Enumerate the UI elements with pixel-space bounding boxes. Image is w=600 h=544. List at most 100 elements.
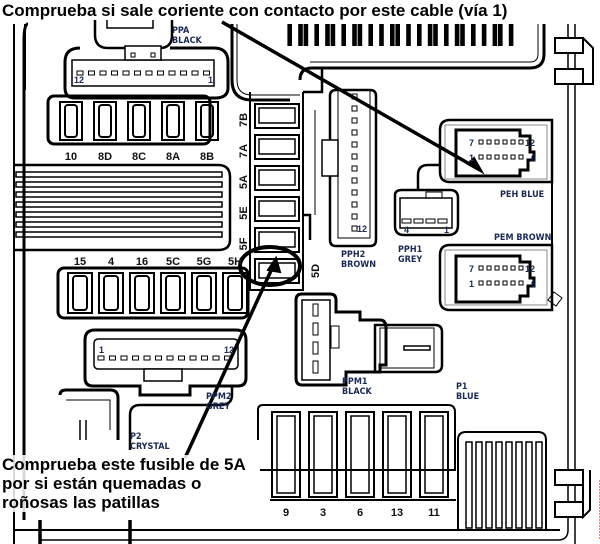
connector-p2 <box>58 386 234 450</box>
p1-color: BLUE <box>456 392 479 402</box>
fuse-11 <box>419 411 449 498</box>
connector-ppa <box>63 20 230 100</box>
pin <box>351 177 358 184</box>
pin <box>132 355 139 361</box>
slot <box>535 441 543 529</box>
pin <box>502 154 508 160</box>
fuse-blade-5G <box>196 275 212 311</box>
fuse-8A <box>161 101 185 141</box>
pin <box>413 218 424 224</box>
pin <box>120 355 128 361</box>
fuse-label-8C: 8C <box>132 151 146 163</box>
pin <box>122 70 130 76</box>
barcode-bar <box>433 24 438 46</box>
fuse-label-3: 3 <box>320 507 326 519</box>
fuse-blade-5C <box>165 275 181 311</box>
fuse-5C <box>160 272 186 314</box>
p1-name: P1 <box>456 382 468 392</box>
pin <box>510 139 516 145</box>
annotation-bottom-line-2: por si están quemadas o <box>2 474 202 493</box>
fuse-blade-15 <box>72 275 88 311</box>
pin <box>168 70 176 76</box>
fuse-5F <box>254 227 300 253</box>
pin <box>351 153 358 160</box>
fuse-5E <box>254 196 300 222</box>
clip-bottom <box>554 469 591 520</box>
slot <box>465 441 473 529</box>
connector-pph1 <box>393 188 460 237</box>
fuse-blade-6 <box>350 415 370 494</box>
fuse-blade-16 <box>134 275 150 311</box>
ribbon-line <box>15 201 223 208</box>
fuse-blade-10 <box>64 104 78 138</box>
pph1-color: GREY <box>398 255 422 265</box>
pem-pin-6: 6 <box>531 279 536 289</box>
fuse-label-8D: 8D <box>98 151 112 163</box>
fuse-15 <box>67 272 93 314</box>
highlight-circle <box>238 245 302 287</box>
ppm2-pin-first: 1 <box>99 345 104 355</box>
pph1-name: PPH1 <box>398 245 423 255</box>
pem-pin-1: 1 <box>469 279 474 289</box>
barcode-bar <box>427 24 433 46</box>
fuse-blade-7B <box>258 107 296 124</box>
annotation-top: Comprueba si sale coriente con contacto … <box>2 1 508 20</box>
fuse-label-5G: 5G <box>197 256 212 268</box>
barcode-bar <box>379 24 384 46</box>
barcode-bar <box>417 24 422 46</box>
fuse-label-6: 6 <box>357 507 363 519</box>
slot <box>515 441 523 529</box>
fuse-label-7A: 7A <box>238 144 250 158</box>
fuse-blade-8B <box>200 104 214 138</box>
fuse-label-16: 16 <box>136 256 148 268</box>
ppa-pins <box>76 70 210 76</box>
pin <box>502 139 508 145</box>
barcode-bar <box>390 24 395 46</box>
ppm2-name: PPM2 <box>206 392 232 402</box>
fuse-6 <box>345 411 375 498</box>
pin <box>109 355 116 361</box>
barcode-bar <box>406 24 411 46</box>
fuse-blade-11 <box>424 415 444 494</box>
fuse-label-8B: 8B <box>200 151 214 163</box>
barcode-bar <box>303 24 309 46</box>
pin <box>510 265 516 271</box>
fuse-9 <box>271 411 301 498</box>
fuse-16 <box>129 272 155 314</box>
pin <box>145 70 153 76</box>
pin <box>97 355 105 361</box>
fuse-label-15: 15 <box>74 256 86 268</box>
pin <box>189 355 197 361</box>
pin <box>486 280 492 286</box>
connector-p1 <box>373 323 444 374</box>
fuse-blade-5H <box>227 275 243 311</box>
pin <box>510 154 516 160</box>
fuse-5G <box>191 272 217 314</box>
pin <box>494 280 500 286</box>
pin <box>486 139 492 145</box>
fuse-blade-5A <box>258 169 296 186</box>
fuse-blade-13 <box>387 415 407 494</box>
pph1-pin-first: 4 <box>404 225 409 235</box>
fuse-3 <box>308 411 338 498</box>
fuse-label-10: 10 <box>65 151 77 163</box>
clip-top <box>554 37 594 85</box>
annotation-bottom-line-3: roñosas las patillas <box>2 493 160 512</box>
pin <box>486 154 492 160</box>
ppa-pin-first: 12 <box>74 75 84 85</box>
pin <box>157 70 164 76</box>
slot <box>505 441 513 529</box>
pin <box>478 280 484 286</box>
pin <box>166 355 174 361</box>
barcode-bar <box>481 24 487 46</box>
pin <box>502 280 508 286</box>
pin <box>518 154 524 160</box>
ribbon-line <box>15 231 223 238</box>
fuse-label-4: 4 <box>108 256 115 268</box>
p2-color: CRYSTAL <box>130 442 170 452</box>
pin <box>178 355 185 361</box>
pph1-pin-last: 1 <box>444 225 449 235</box>
pin <box>351 225 358 232</box>
fuse-5H <box>222 272 248 314</box>
barcode-bar <box>471 24 476 46</box>
